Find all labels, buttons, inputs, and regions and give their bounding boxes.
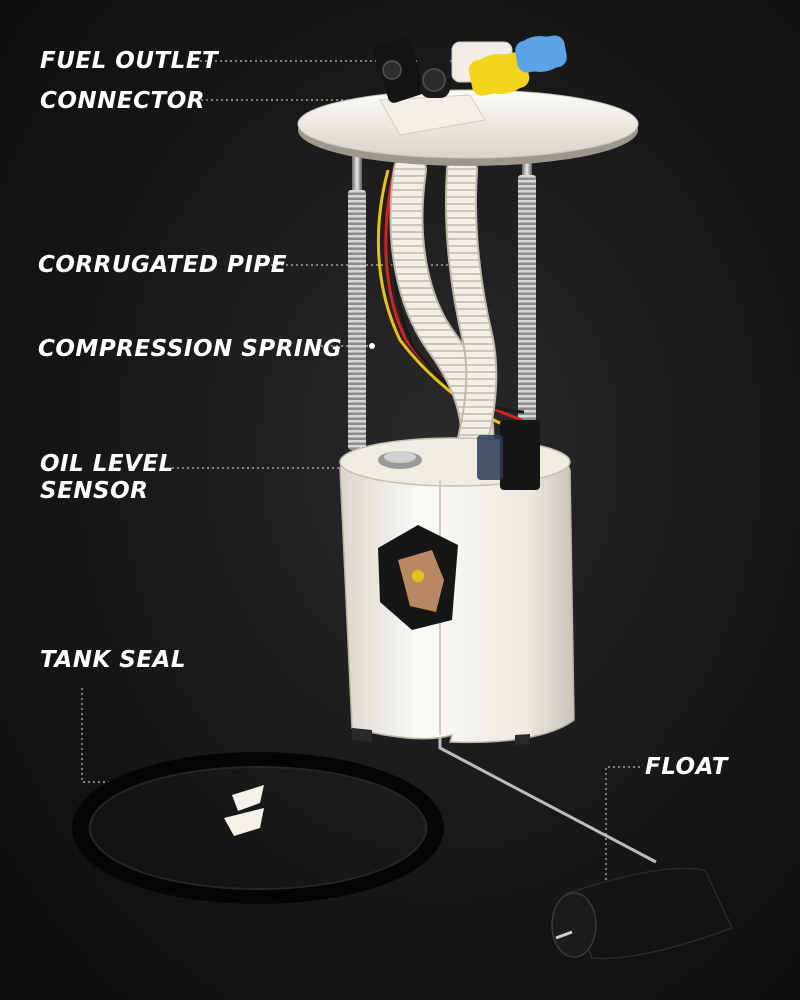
tank-seal-leader: [81, 688, 134, 783]
float-leader: [605, 766, 640, 888]
tank-seal: [72, 752, 444, 904]
top-flange: [297, 89, 639, 166]
pump-reservoir: [339, 420, 575, 745]
corrugated-pipe: [389, 153, 498, 472]
connector-label: CONNECTOR: [40, 88, 205, 114]
corrugated-pipe-label: CORRUGATED PIPE: [38, 252, 287, 278]
electrical-connector: [373, 37, 450, 103]
float-label: FLOAT: [645, 754, 728, 780]
float: [551, 867, 734, 960]
oil-level-sensor-label-line1: OIL LEVEL: [40, 451, 174, 477]
oil-level-sensor: [378, 525, 458, 630]
oil-level-sensor-label-line2: SENSOR: [40, 478, 149, 504]
fuel-outlet-label: FUEL OUTLET: [40, 48, 219, 74]
compression-spring-label: COMPRESSION SPRING: [38, 336, 343, 362]
tank-seal-label: TANK SEAL: [40, 647, 187, 673]
guide-rods: [348, 150, 536, 460]
fuel-outlet: [451, 35, 567, 96]
